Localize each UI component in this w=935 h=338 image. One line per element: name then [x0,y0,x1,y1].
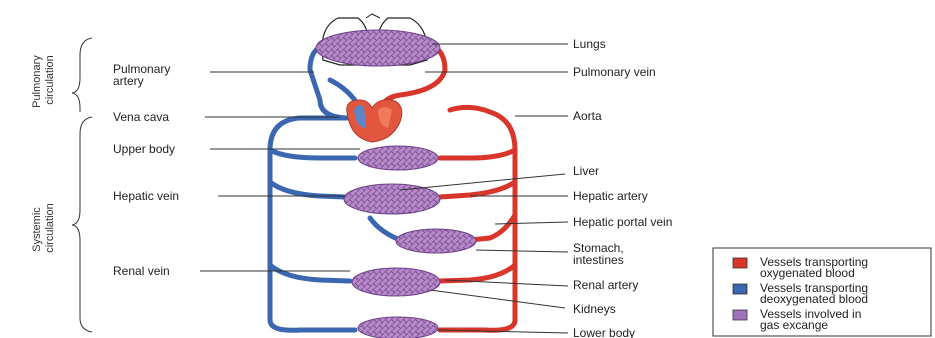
upper-body-capillary-bed [358,146,438,170]
systemic-section-label: Systemic circulation [31,203,56,253]
label-renal-vein: Renal vein [113,264,170,278]
label-pulmonary-artery: Pulmonary artery [113,62,174,88]
label-hepatic-vein: Hepatic vein [113,189,179,203]
heart [347,100,402,142]
label-pulmonary-vein: Pulmonary vein [573,65,656,79]
right-labels: Lungs Pulmonary vein Aorta Liver Hepatic… [573,37,672,338]
pulmonary-section-label: Pulmonary circulation [31,52,56,108]
label-liver: Liver [573,164,599,178]
label-kidneys: Kidneys [573,302,616,316]
capillary-beds [316,30,476,338]
legend-swatch-oxygenated [733,258,747,268]
pulmonary-bracket [72,38,92,112]
label-aorta: Aorta [573,109,602,123]
systemic-bracket [72,117,92,332]
label-renal-artery: Renal artery [573,278,638,292]
label-lower-body: Lower body [573,326,635,338]
label-hepatic-artery: Hepatic artery [573,189,648,203]
label-lungs: Lungs [573,37,606,51]
intestine-capillary-bed [396,229,476,253]
left-labels: Pulmonary artery Vena cava Upper body He… [113,62,179,278]
label-upper-body: Upper body [113,142,175,156]
label-hepatic-portal-vein: Hepatic portal vein [573,215,672,229]
label-vena-cava: Vena cava [113,110,169,124]
legend-text-oxygenated: Vessels transporting oxygenated blood [760,255,871,280]
legend: Vessels transporting oxygenated blood Ve… [713,248,931,336]
liver-capillary-bed [344,184,440,214]
legend-swatch-deoxygenated [733,284,747,294]
kidney-capillary-bed [352,268,440,296]
lung-capillary-bed [316,30,440,66]
label-stomach-intestines: Stomach, intestines [573,241,627,267]
legend-text-deoxygenated: Vessels transporting deoxygenated blood [760,281,871,306]
lower-body-capillary-bed [358,317,438,338]
legend-swatch-gas-exchange [733,310,747,320]
